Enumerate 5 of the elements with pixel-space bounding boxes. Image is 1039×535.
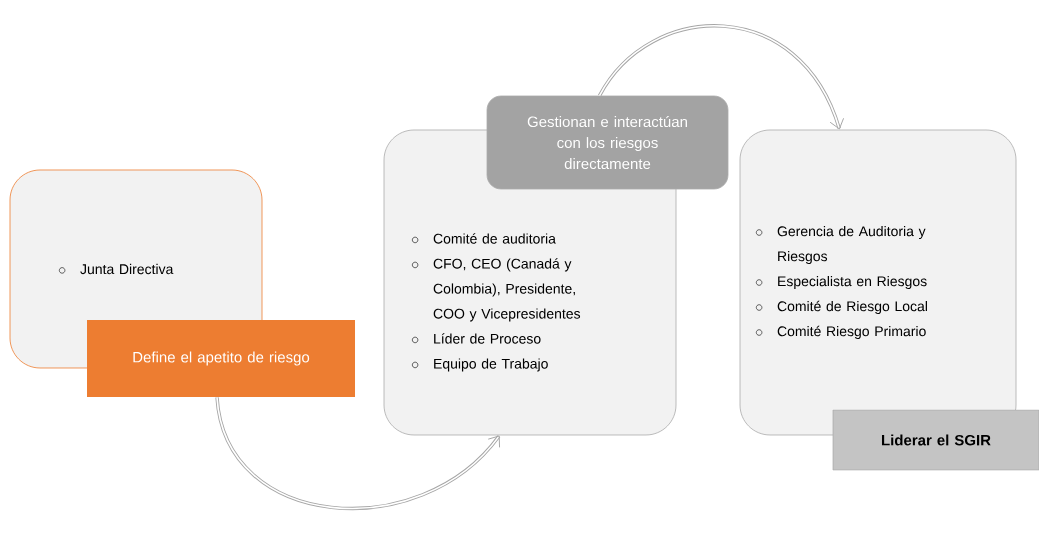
curved-arrow: [598, 24, 845, 130]
label-box: Gestionan e interactúan con los riesgos directamente: [486, 95, 729, 190]
curved-arrow: [215, 396, 501, 510]
label-box: Define el apetito de riesgo: [87, 320, 355, 397]
label-box: Liderar el SGIR: [832, 409, 1039, 471]
